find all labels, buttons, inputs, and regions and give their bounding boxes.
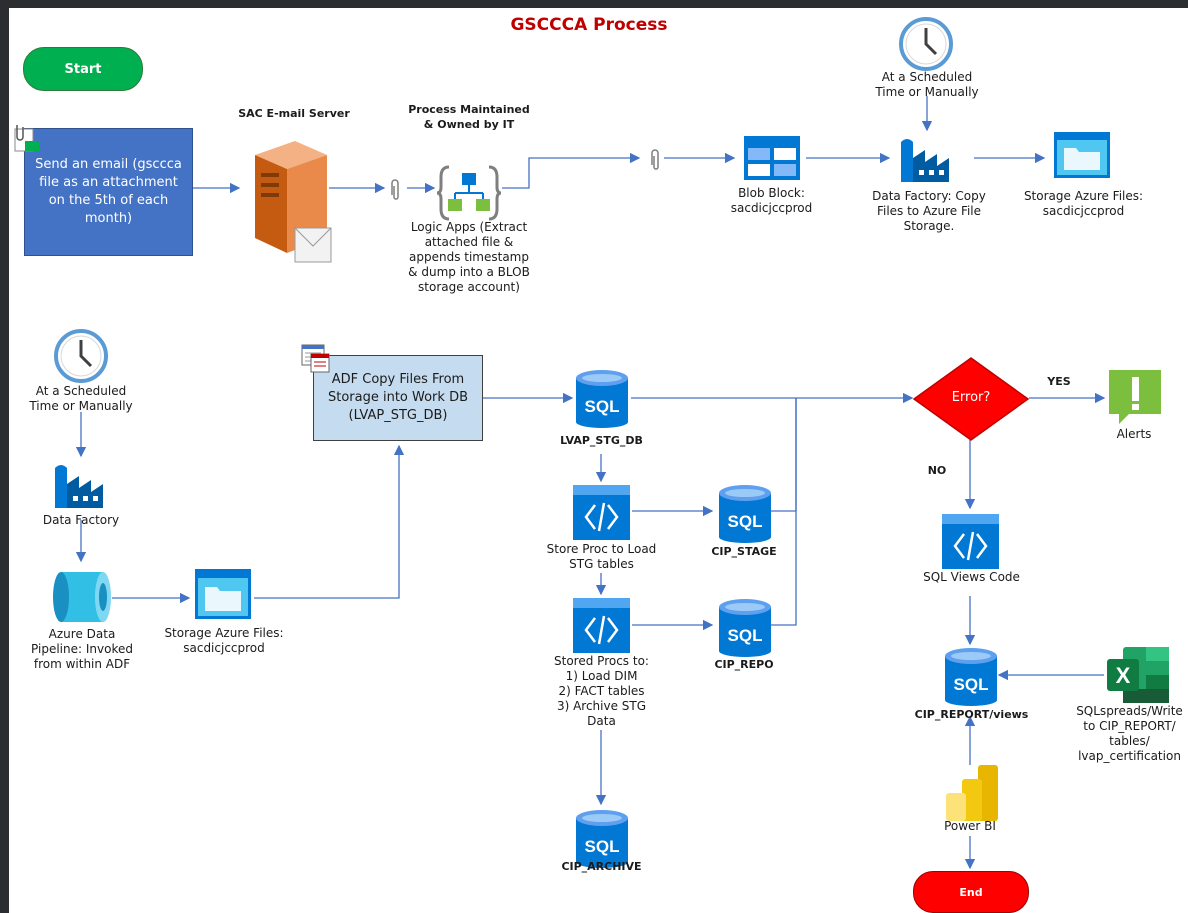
storage-top-label: Storage Azure Files: sacdicjccprod <box>1023 189 1144 218</box>
paperclip-icon-2 <box>651 149 659 170</box>
alert-icon <box>1109 370 1161 424</box>
error-label: Error? <box>951 390 991 405</box>
data-factory-icon-top <box>901 139 949 182</box>
clock-icon-top <box>899 17 953 71</box>
cip-stage-label: CIP_STAGE <box>711 545 777 558</box>
adf-copy-label: ADF Copy Files From Storage into Work DB… <box>327 372 468 423</box>
email-box: Send an email (gsccca file as an attachm… <box>24 128 193 256</box>
sql-db-icon-archive: SQL <box>576 810 628 868</box>
svg-text:SQL: SQL <box>728 626 763 645</box>
spreadsheet-icon <box>301 344 330 373</box>
sql-db-icon-report: SQL <box>945 648 997 706</box>
connectors <box>75 96 1106 870</box>
code-icon-stored-procs <box>573 598 630 653</box>
email-text: Send an email (gsccca file as an attachm… <box>35 157 182 226</box>
sql-views-label: SQL Views Code <box>923 570 1020 584</box>
sql-db-icon-repo: SQL <box>719 599 771 657</box>
logic-apps-icon <box>437 165 501 221</box>
no-label: NO <box>927 464 947 477</box>
end-label: End <box>959 885 983 899</box>
code-icon-stg <box>573 485 630 540</box>
sql-db-icon-lvap: SQL <box>576 370 628 428</box>
adf-copy-box: ADF Copy Files From Storage into Work DB… <box>313 355 483 441</box>
power-bi-label: Power BI <box>944 819 996 833</box>
data-factory-copy-label: Data Factory: Copy Files to Azure File S… <box>872 189 986 233</box>
power-bi-icon <box>946 765 998 821</box>
start-terminator: Start <box>23 47 143 91</box>
schedule-top-label: At a Scheduled Time or Manually <box>875 70 979 99</box>
start-label: Start <box>64 61 102 77</box>
svg-text:X: X <box>1116 663 1131 688</box>
data-factory-icon-left <box>55 465 103 508</box>
sac-server-label: SAC E-mail Server <box>238 107 350 120</box>
blob-storage-icon <box>744 136 800 180</box>
logic-apps-label: Logic Apps (Extract attached file & appe… <box>408 220 530 294</box>
email-attachment-icon <box>14 125 39 152</box>
svg-text:SQL: SQL <box>728 512 763 531</box>
cip-repo-label: CIP_REPO <box>714 658 774 671</box>
code-icon-views <box>942 514 999 569</box>
page-title: GSCCCA Process <box>510 15 668 35</box>
pipeline-icon <box>53 572 111 622</box>
sp-load-stg-label: Store Proc to Load STG tables <box>546 542 657 571</box>
svg-text:SQL: SQL <box>585 837 620 856</box>
svg-text:SQL: SQL <box>954 675 989 694</box>
error-decision <box>912 357 1030 441</box>
sql-db-icon-stage: SQL <box>719 485 771 543</box>
cip-archive-label: CIP_ARCHIVE <box>561 860 642 873</box>
sp-stored-label: Stored Procs to: 1) Load DIM 2) FACT tab… <box>554 654 649 728</box>
alerts-label: Alerts <box>1116 427 1152 441</box>
email-server-icon <box>255 141 332 263</box>
diagram-canvas: GSCCCA Process Start Send an email (gscc… <box>9 8 1188 913</box>
lvap-stg-db-label: LVAP_STG_DB <box>560 434 643 447</box>
storage-files-icon-top <box>1054 132 1110 178</box>
cip-report-label: CIP_REPORT/views <box>914 708 1029 721</box>
data-factory-label: Data Factory <box>42 513 120 527</box>
end-terminator: End <box>913 871 1029 913</box>
schedule-left-label: At a Scheduled Time or Manually <box>29 384 133 413</box>
sqlspreads-label: SQLspreads/Write to CIP_REPORT/ tables/ … <box>1076 704 1183 763</box>
process-maintained-label: Process Maintained & Owned by IT <box>408 103 530 131</box>
yes-label: YES <box>1047 375 1071 388</box>
storage-files-icon-left <box>195 569 251 619</box>
excel-icon: X <box>1107 647 1169 703</box>
storage-left-label: Storage Azure Files: sacdicjccprod <box>164 626 284 655</box>
paperclip-icon-1 <box>391 179 399 200</box>
clock-icon-left <box>54 329 108 383</box>
blob-block-label: Blob Block: sacdicjccprod <box>730 186 813 215</box>
pipeline-label: Azure Data Pipeline: Invoked from within… <box>31 627 133 671</box>
svg-text:SQL: SQL <box>585 397 620 416</box>
